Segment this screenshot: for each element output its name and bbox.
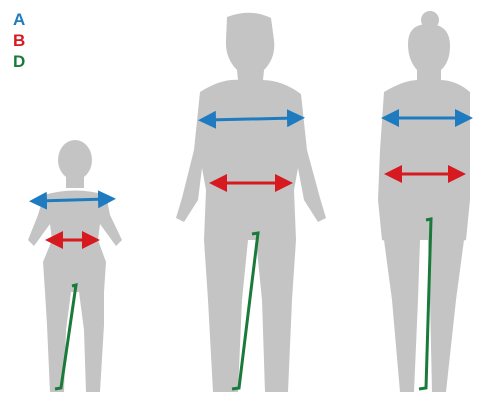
legend-a: A (13, 9, 25, 30)
woman-silhouette (378, 11, 470, 392)
legend-b: B (13, 30, 25, 51)
man-measure-a (207, 118, 296, 120)
measurement-legend: A B D (13, 9, 25, 72)
child-measure-a (38, 199, 107, 201)
legend-d: D (13, 51, 25, 72)
woman-measure-d (419, 219, 431, 389)
man-silhouette (176, 13, 326, 392)
child-silhouette (28, 140, 122, 392)
